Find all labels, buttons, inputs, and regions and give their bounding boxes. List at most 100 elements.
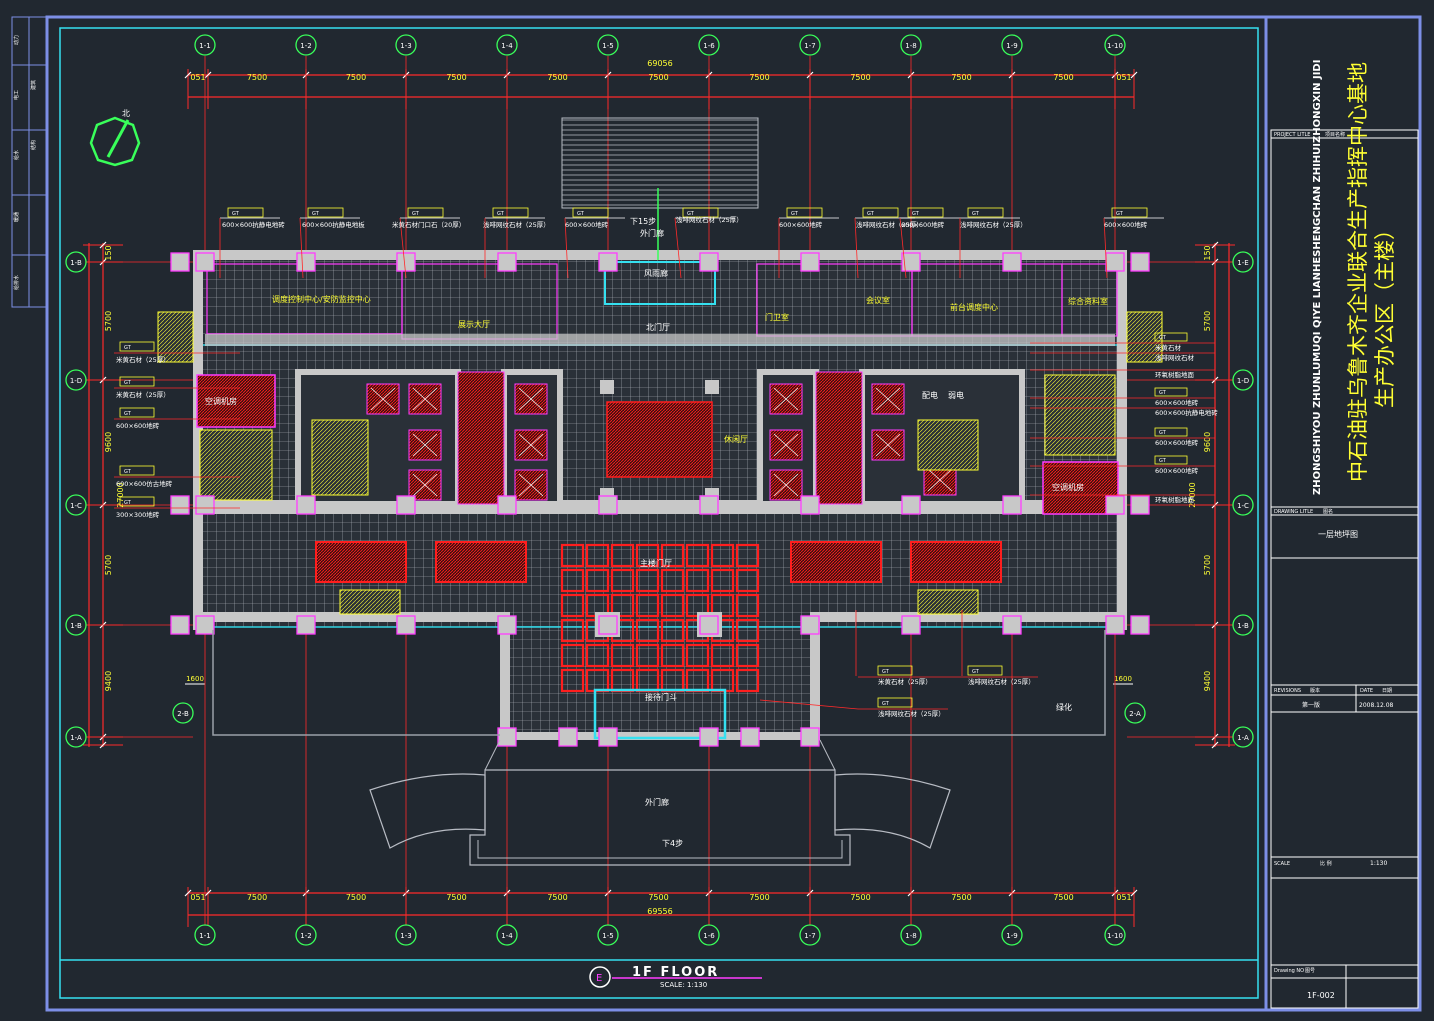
dim-span-text: 7500 <box>346 893 366 902</box>
room-ac-right: 空调机房 <box>1052 482 1084 492</box>
structural-column <box>901 252 921 272</box>
drawing-title-cn: 图名 <box>1323 508 1333 515</box>
callout-tag: GT <box>412 211 420 217</box>
dim-span-text: 051 <box>190 893 205 902</box>
hall-stone-square <box>735 593 760 618</box>
hall-stone-square <box>660 593 685 618</box>
callout-leader <box>759 699 859 710</box>
hall-stone-square <box>660 618 685 643</box>
core-room-cross <box>773 387 799 411</box>
dim-span-text: 9600 <box>1203 432 1212 452</box>
title-block: PROJECT LITLE 项目名称 ZHONGSHIYOU ZHUNLUMUQ… <box>1264 15 1422 1012</box>
room-main-hall: 主楼门厅 <box>640 558 672 568</box>
hall-stone-square <box>635 643 660 668</box>
structural-column <box>901 615 921 635</box>
dim-small-text: 1600 <box>186 675 204 683</box>
callout-tag: GT <box>912 211 920 217</box>
callout-leader <box>1103 217 1108 279</box>
callout-text: 浅啡网纹石材（25厚） <box>856 220 923 229</box>
callout-tag-box <box>907 207 944 218</box>
callout-text: 米黄石材（25厚） <box>116 390 170 399</box>
grid-bubble-label: 1-1 <box>199 42 210 50</box>
drawing-frame <box>59 27 1259 999</box>
grid-bubble-label: 2-B <box>177 710 189 718</box>
structural-column <box>699 615 719 635</box>
hall-stone-square <box>560 593 585 618</box>
structural-column <box>1002 495 1022 515</box>
structural-column <box>296 615 316 635</box>
callout-leader <box>399 217 407 279</box>
room-entrance: 接待门斗 <box>645 692 677 702</box>
structural-column <box>901 495 921 515</box>
callout-leader <box>299 217 304 279</box>
floor-title-scale: SCALE: 1:130 <box>660 981 707 989</box>
callout-tag-box <box>1154 455 1188 465</box>
callout-tag-box <box>119 496 155 507</box>
callout-leader <box>674 217 682 279</box>
structural-column <box>396 615 416 635</box>
drawing-no-label: Drawing NO <box>1274 968 1304 974</box>
grid-bubble-label: 1-9 <box>1006 932 1017 940</box>
grid-bubble <box>1104 34 1126 56</box>
room-electric: 配电 <box>922 390 938 400</box>
hall-stone-square <box>560 643 585 668</box>
structural-column <box>699 495 719 515</box>
grid-bubble <box>194 34 216 56</box>
structural-column <box>598 615 618 635</box>
dim-span-text: 5700 <box>104 311 113 331</box>
grid-bubble-label: 1-7 <box>804 932 815 940</box>
structural-column <box>195 495 215 515</box>
dim-slash <box>184 889 192 897</box>
structural-column <box>170 495 190 515</box>
revision-cn: 版本 <box>1310 687 1320 694</box>
hall-stone-square <box>685 543 710 568</box>
floor-title: E 1F FLOOR SCALE: 1:130 <box>589 965 762 989</box>
dim-span-text: 7500 <box>346 73 366 82</box>
callout-top: GT 浅啡网纹石材（25厚） <box>959 207 1027 278</box>
grid-bubble <box>1124 702 1146 724</box>
hall-stone-square <box>660 643 685 668</box>
grid-bubble <box>1001 924 1023 946</box>
drawing-no-cn: 图号 <box>1305 968 1315 974</box>
core-room-cross <box>412 473 438 497</box>
core-room-cross <box>875 433 901 457</box>
room-down-steps-top: 下15步 <box>630 217 656 226</box>
hall-stone-square <box>610 543 635 568</box>
callout-text: 浅啡网纹石材（25厚） <box>960 220 1027 229</box>
core-room-cross <box>370 387 396 411</box>
grid-bubble <box>900 924 922 946</box>
hall-stone-square <box>660 543 685 568</box>
structural-column <box>800 495 820 515</box>
dim-slash <box>99 741 107 749</box>
side-cell-label: 动力 <box>13 35 20 45</box>
project-name-cn-1: 中石油驻乌鲁木齐企业联合生产指挥中心基地 <box>1346 62 1370 482</box>
callout-tag: GT <box>867 211 875 217</box>
dim-total-text: 69056 <box>647 59 672 68</box>
callout-tag-box <box>492 207 529 218</box>
dim-span-text: 7500 <box>850 73 870 82</box>
grid-bubble-label: 1-A <box>70 734 82 742</box>
callout-text: 浅啡网纹石材 <box>1155 353 1195 362</box>
callout-tag: GT <box>972 211 980 217</box>
callout-tag-box <box>1154 387 1188 397</box>
callout-text: 600×600抗静电地板 <box>302 220 365 229</box>
callout-text: 600×600抗静电地砖 <box>1155 408 1218 417</box>
structural-column <box>800 727 820 747</box>
callout-tag-box <box>1154 427 1188 437</box>
dim-span-text: 7500 <box>247 893 267 902</box>
floor-title-text: 1F FLOOR <box>632 965 719 980</box>
dim-span-text: 5700 <box>104 555 113 575</box>
grid-bubble-label: 1-6 <box>703 42 715 50</box>
core-room <box>408 469 442 501</box>
callout-leader <box>564 217 569 279</box>
hall-stone-square <box>635 593 660 618</box>
dim-span-text: 7500 <box>547 73 567 82</box>
core-room <box>514 429 548 461</box>
callout-right: 环氧树脂地面 <box>1030 369 1215 379</box>
grid-bubble <box>295 924 317 946</box>
room-weak: 弱电 <box>948 390 964 400</box>
callout-tag: GT <box>1116 211 1124 217</box>
callout-text: 米黄石材 <box>1155 343 1182 352</box>
